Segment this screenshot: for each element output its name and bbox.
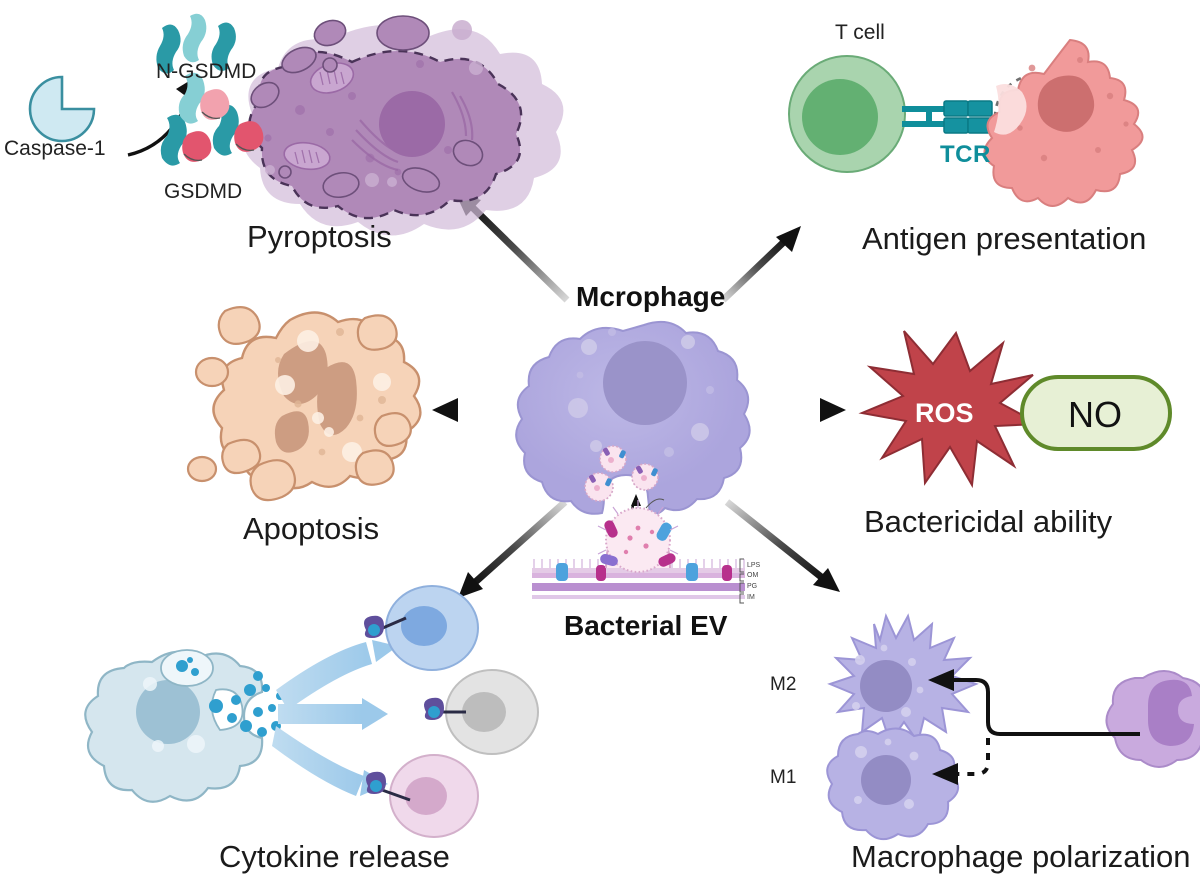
membrane-layer-im: IM bbox=[747, 594, 755, 601]
macrophage-polarization-label: Macrophage polarization bbox=[851, 839, 1191, 874]
cytokine-releasing-macrophage bbox=[84, 649, 284, 803]
target-cell-gray bbox=[424, 669, 539, 755]
gsdmd-label: GSDMD bbox=[164, 180, 243, 203]
caspase-1-shape bbox=[28, 75, 96, 143]
monocyte bbox=[1105, 670, 1200, 768]
tcr-label: TCR bbox=[940, 141, 991, 168]
cytokine-release-label: Cytokine release bbox=[219, 839, 450, 874]
pyroptosis-label: Pyroptosis bbox=[247, 219, 392, 254]
apoptotic-cell bbox=[186, 306, 422, 502]
arrow-to-cytokine-release bbox=[458, 499, 568, 598]
central-macrophage-cell bbox=[515, 320, 751, 517]
membrane-layer-pg: PG bbox=[747, 583, 758, 590]
macrophage-label: Mcrophage bbox=[576, 281, 726, 312]
n-gsdmd-fragments bbox=[156, 13, 236, 74]
caspase-1-label: Caspase-1 bbox=[4, 137, 106, 160]
t-cell-label: T cell bbox=[835, 21, 885, 44]
t-cell bbox=[788, 55, 906, 173]
target-cell-blue bbox=[364, 585, 479, 671]
pyroptotic-cell bbox=[242, 15, 564, 236]
m2-label: M2 bbox=[770, 674, 797, 695]
membrane-layer-lps: LPS bbox=[747, 562, 761, 569]
tcr-receptor bbox=[902, 100, 993, 134]
engulfed-vesicles bbox=[584, 445, 659, 528]
bacterial-ev-label: Bacterial EV bbox=[564, 610, 728, 641]
no-label: NO bbox=[1068, 394, 1122, 435]
arrow-to-polarization bbox=[724, 499, 840, 592]
apoptosis-label: Apoptosis bbox=[243, 511, 380, 546]
no-molecule bbox=[1020, 375, 1172, 451]
m1-label: M1 bbox=[770, 767, 797, 788]
bactericidal-ability-label: Bactericidal ability bbox=[864, 504, 1113, 539]
membrane-layer-brackets bbox=[739, 558, 744, 604]
antigen-presentation-label: Antigen presentation bbox=[862, 221, 1147, 256]
arrow-to-antigen-presentation bbox=[720, 226, 801, 303]
ros-burst bbox=[858, 330, 1043, 489]
membrane-layer-om: OM bbox=[747, 572, 759, 579]
m1-macrophage bbox=[826, 727, 959, 841]
m2-macrophage bbox=[827, 612, 979, 745]
bacterial-membrane bbox=[532, 498, 745, 599]
ros-label: ROS bbox=[915, 398, 974, 428]
polarization-branch-arrows bbox=[928, 669, 1140, 785]
gsdmd-full-length bbox=[160, 72, 264, 166]
n-gsdmd-label: N-GSDMD bbox=[156, 60, 257, 83]
target-cell-pink bbox=[366, 754, 479, 838]
antigen-presenting-cell bbox=[983, 38, 1144, 207]
